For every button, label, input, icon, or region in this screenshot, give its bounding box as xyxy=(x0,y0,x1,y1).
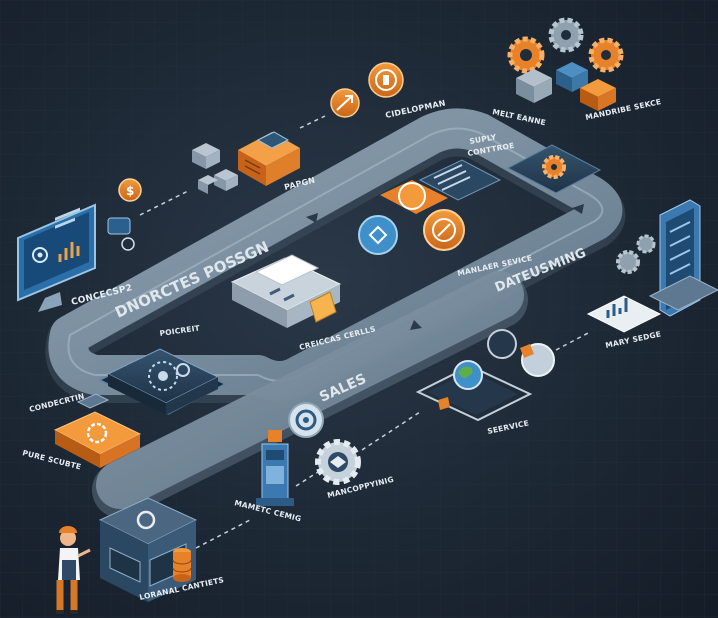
manufacturing-node: MANCOPPYINIG xyxy=(295,411,421,500)
globe-icon xyxy=(453,360,483,390)
procurement-node: POICREIT xyxy=(98,323,227,415)
server-icon xyxy=(648,199,718,317)
puzzle-icon xyxy=(192,143,238,194)
worker-icon xyxy=(56,526,91,614)
chat-icon xyxy=(358,215,398,255)
monitor-icon xyxy=(17,203,96,312)
chat-icon xyxy=(487,329,517,359)
chat-icon xyxy=(107,217,135,251)
gear-icon xyxy=(506,144,602,194)
chart-icon xyxy=(586,295,662,333)
general-content-node: LORANAL CANTIETS xyxy=(56,497,251,614)
maintenance-node: MELT EANNE MANDRIBE SEKCE xyxy=(492,17,662,127)
cube-icon xyxy=(516,62,616,111)
database-icon xyxy=(172,548,192,582)
document-icon xyxy=(418,159,502,201)
gear-icon xyxy=(53,411,142,468)
connector xyxy=(139,189,191,216)
gear-icon xyxy=(315,439,361,485)
coin-icon xyxy=(368,62,404,98)
document-icon xyxy=(230,254,342,328)
gear-icon xyxy=(148,361,190,391)
services-node: SEERVICE xyxy=(415,329,591,436)
process-track xyxy=(45,108,626,518)
server-icon xyxy=(238,131,300,186)
robot-icon xyxy=(256,430,294,506)
arrow-icon xyxy=(330,88,360,118)
coin-icon xyxy=(380,180,465,251)
target-icon xyxy=(288,402,324,438)
gear-icon xyxy=(507,17,624,74)
svg-text:$: $ xyxy=(126,184,134,198)
coin-icon: $ xyxy=(118,178,142,202)
market-service-node: MARY SEDGE xyxy=(586,199,718,350)
manager-service-node: MANLAER SEVICE xyxy=(358,180,533,278)
keypad-icon xyxy=(76,393,110,409)
gear-icon xyxy=(616,234,656,274)
monitor-icon xyxy=(98,497,198,602)
